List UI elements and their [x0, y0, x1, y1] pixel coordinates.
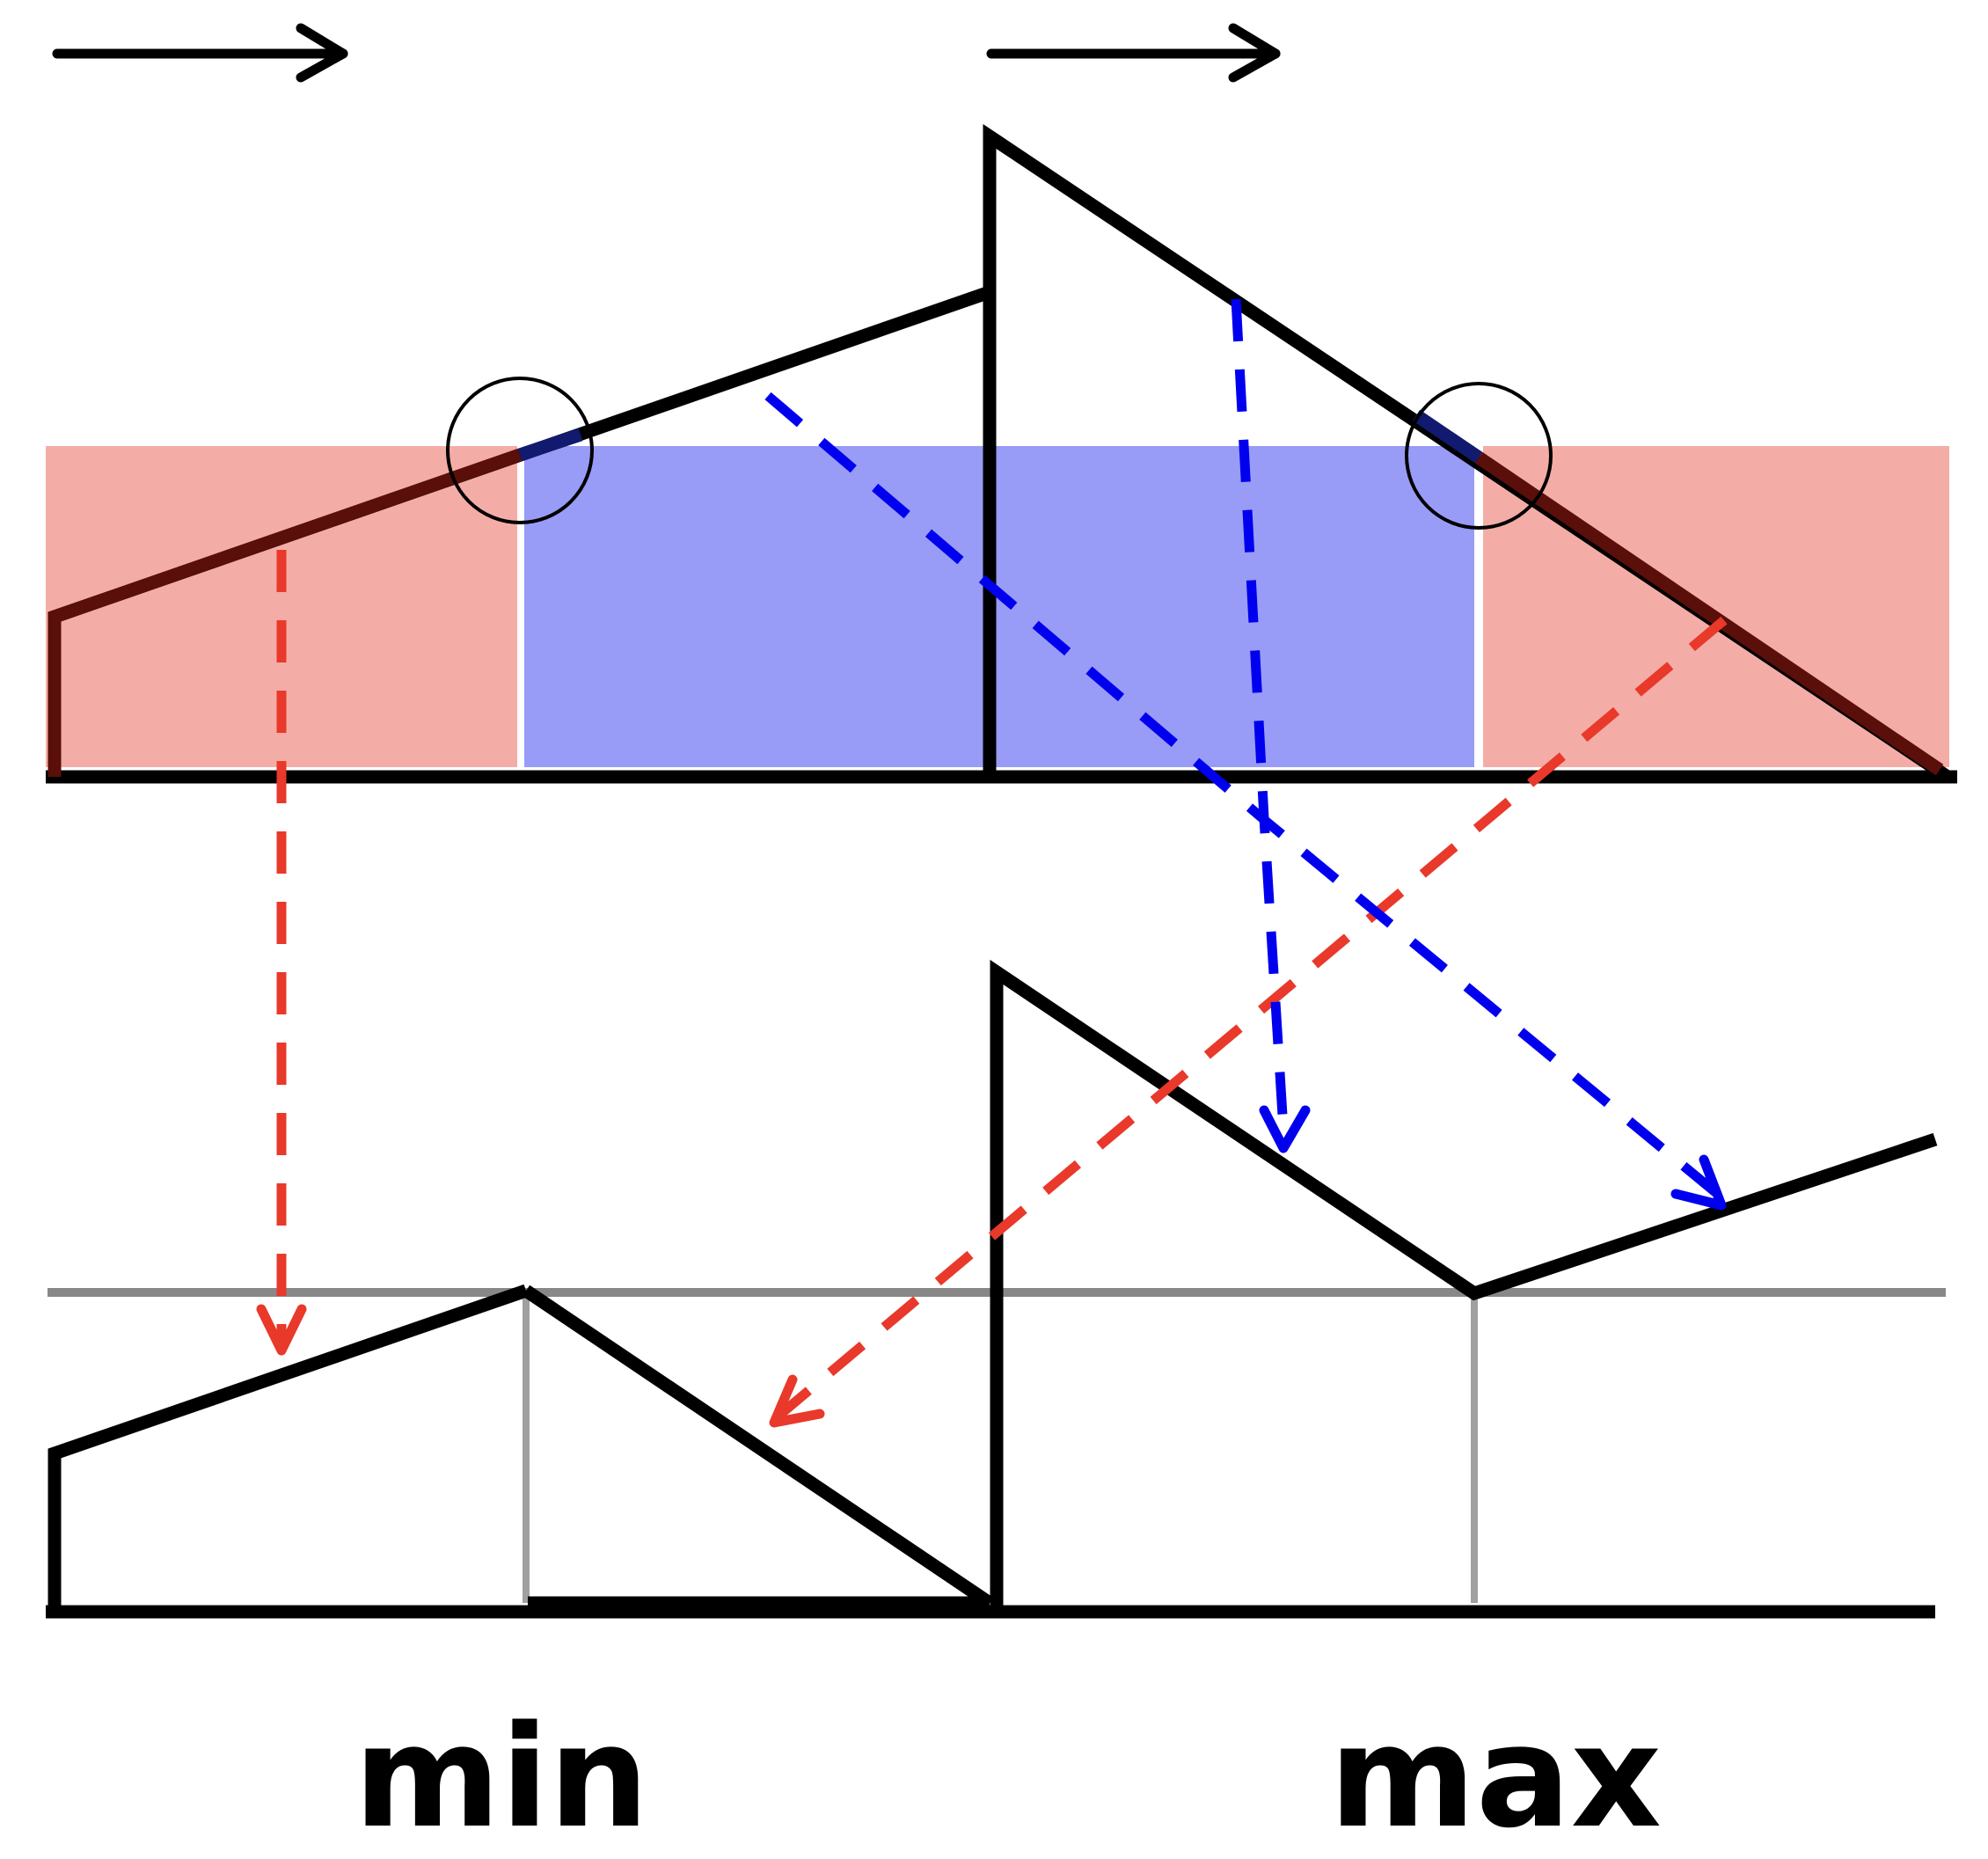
min-zone-right — [1483, 446, 1949, 767]
top-waveform-min-segments — [48, 448, 1944, 777]
max-arrow-heads — [1259, 1105, 1727, 1211]
min-arrow-heads — [256, 1304, 825, 1428]
threshold-circle-right — [1405, 382, 1553, 530]
threshold-circle-left — [446, 377, 594, 524]
max-mapping-arrows — [764, 298, 1719, 1197]
direction-arrow-left — [52, 23, 348, 83]
direction-arrow-right — [986, 23, 1281, 83]
min-label: min — [354, 1694, 649, 1859]
top-waveform-max-segments — [517, 409, 1483, 464]
max-zone — [524, 446, 1474, 767]
bottom-waveform — [46, 959, 1938, 1619]
min-mapping-arrows — [276, 550, 1728, 1423]
max-label: max — [1329, 1694, 1662, 1859]
